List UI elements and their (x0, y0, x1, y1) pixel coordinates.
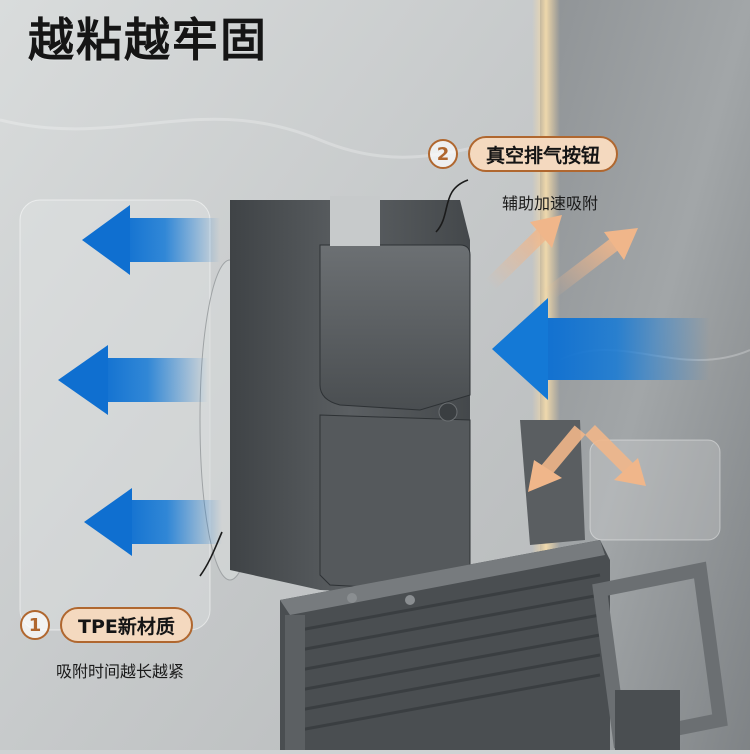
leader-line (435, 179, 469, 233)
shelf-front-frame (285, 615, 305, 750)
blue-left-arrow-icon (82, 205, 220, 275)
bracket-top-notch (330, 196, 380, 246)
feature-badge-vacuum-button: 2 真空排气按钮 (428, 136, 619, 172)
side-basket (592, 561, 728, 749)
circled-number-icon: 1 (20, 610, 50, 640)
leader-line (199, 531, 223, 577)
suction-pad (19, 199, 211, 631)
orange-diagonal-arrow-icon (528, 425, 586, 492)
bracket-lower-block (319, 414, 471, 591)
shelf-ribs (299, 573, 601, 732)
feature-badge-tpe-material: 1 TPE新材质 (20, 607, 193, 643)
bracket-front-plate (319, 244, 471, 411)
feature-caption: 辅助加速吸附 (502, 194, 599, 213)
blue-left-arrow-icon (58, 345, 208, 415)
screw (347, 593, 357, 603)
feature-title: 真空排气按钮 (468, 136, 619, 172)
blue-left-arrow-icon (492, 298, 710, 400)
feature-title: TPE新材质 (60, 607, 193, 643)
towel-hook (615, 690, 680, 750)
orange-diagonal-arrow-icon (585, 425, 646, 486)
headline: 越粘越牢固 (28, 13, 268, 67)
vacuum-button (438, 402, 458, 422)
feature-caption: 吸附时间越长越紧 (56, 662, 185, 681)
orange-diagonal-arrow-icon (543, 228, 638, 301)
circled-number-icon: 2 (428, 139, 458, 169)
shelf-rail-top (280, 540, 605, 615)
blue-left-arrow-icon (84, 488, 222, 556)
orange-diagonal-arrow-icon (485, 215, 562, 290)
screw (405, 595, 415, 605)
